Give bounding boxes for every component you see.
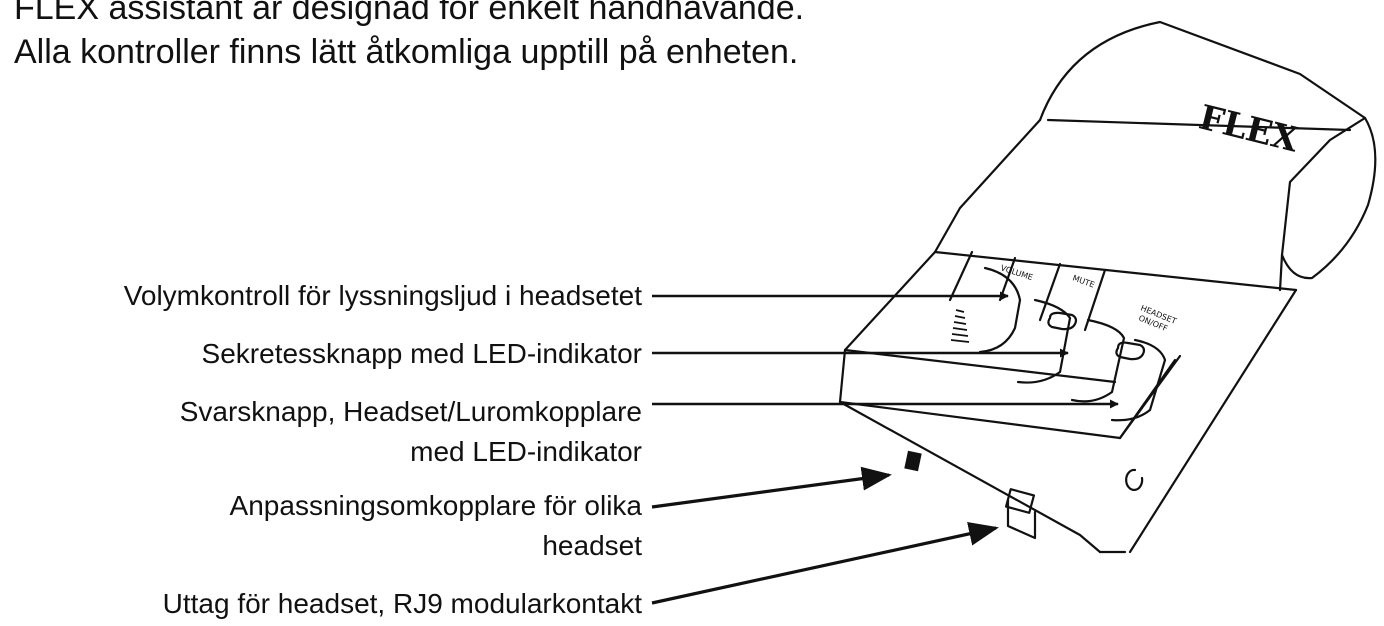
callout-volume-text: Volymkontroll för lyssningsljud i headse… (123, 280, 642, 311)
leader-jack (651, 522, 999, 605)
callout-answer-text-2: med LED-indikator (410, 436, 642, 467)
intro-line-2: Alla kontroller finns lätt åtkomliga upp… (14, 33, 799, 71)
adapter-switch (904, 450, 922, 472)
leader-lines (651, 291, 1119, 605)
brand-logo: FLEX (1195, 98, 1303, 161)
device-body (838, 20, 1377, 554)
leader-adapter (651, 466, 892, 509)
callout-adapter-switch: Anpassningsomkopplare för olika headset (230, 486, 642, 566)
intro-text: FLEX assistant är designad för enkelt ha… (14, 0, 804, 74)
callout-answer-text-1: Svarsknapp, Headset/Luromkopplare (179, 396, 642, 427)
callout-jack-text: Uttag för headset, RJ9 modularkontakt (162, 588, 642, 619)
callout-adapter-text-1: Anpassningsomkopplare för olika (229, 490, 642, 521)
volume-scale (950, 309, 970, 343)
panel-label-volume: VOLUME (999, 263, 1034, 282)
callout-mute-text: Sekretessknapp med LED-indikator (201, 338, 642, 369)
callout-adapter-text-2: headset (542, 530, 642, 561)
intro-line-1: FLEX assistant är designad för enkelt ha… (14, 0, 805, 27)
callout-volume-control: Volymkontroll för lyssningsljud i headse… (124, 276, 642, 316)
callout-mute-button: Sekretessknapp med LED-indikator (202, 334, 642, 374)
callout-headset-jack: Uttag för headset, RJ9 modularkontakt (163, 584, 642, 624)
callout-answer-button: Svarsknapp, Headset/Luromkopplare med LE… (180, 392, 642, 472)
panel-label-mute: MUTE (1071, 273, 1095, 289)
